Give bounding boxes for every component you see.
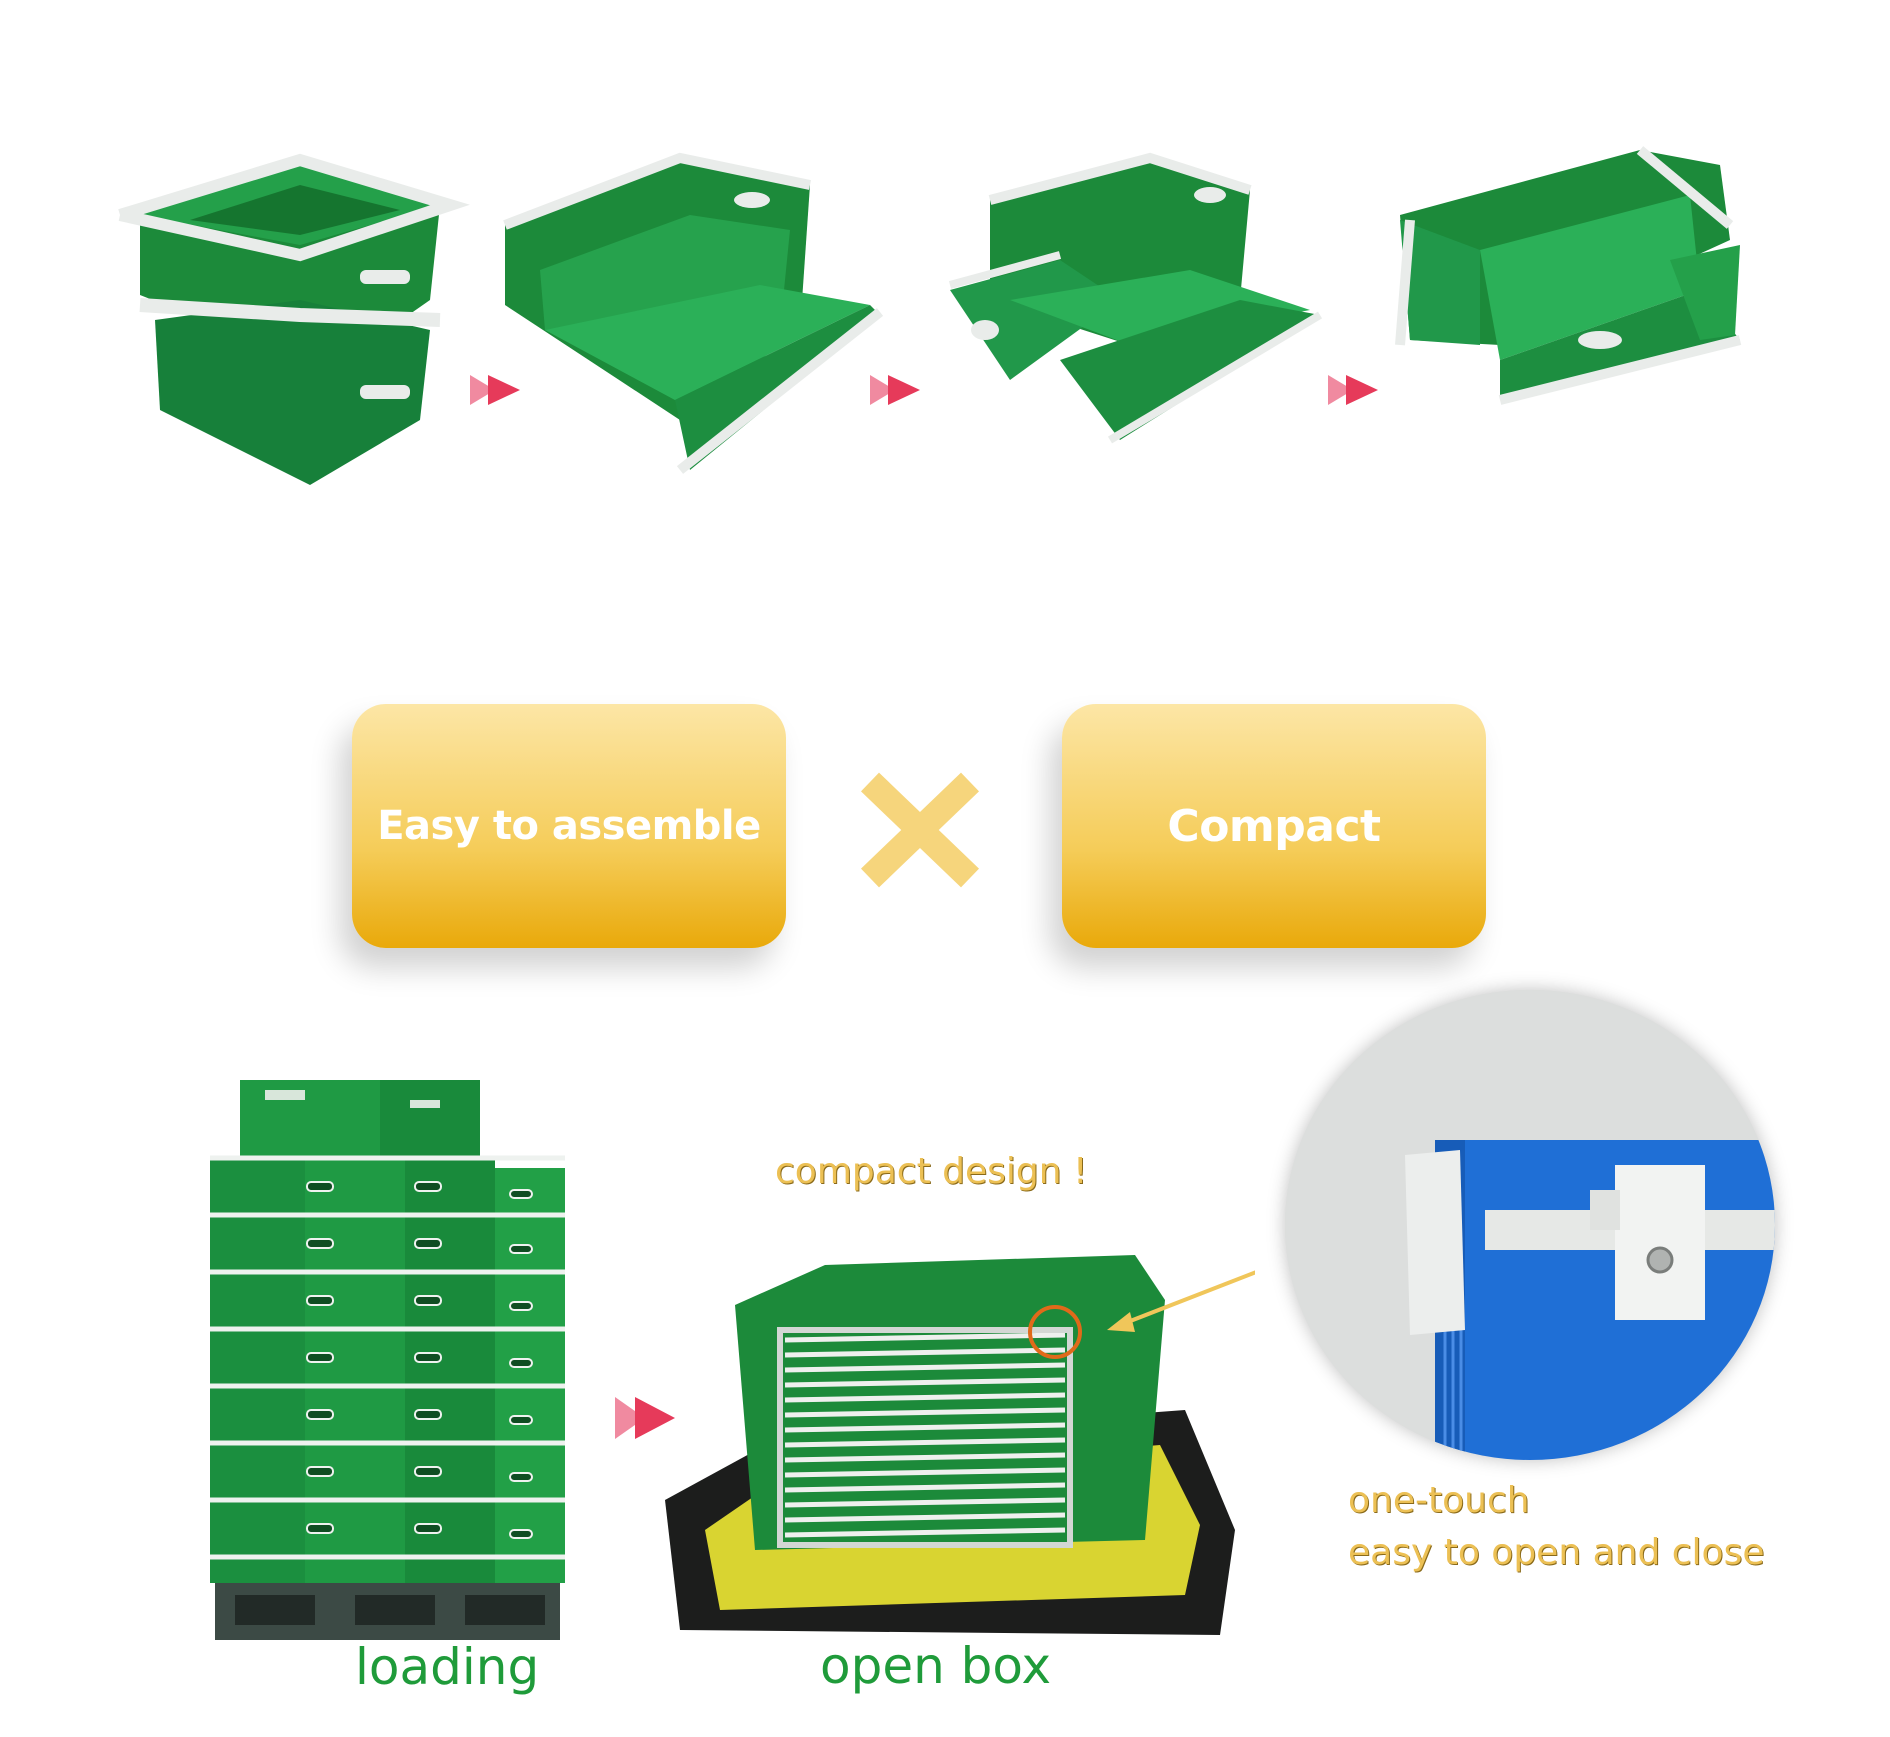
compact-design-caption: compact design ! [775, 1151, 1088, 1192]
feature-label: Compact [1167, 800, 1381, 852]
feature-easy-to-assemble: Easy to assemble [352, 704, 786, 948]
double-arrow-icon [470, 375, 520, 405]
highlight-circle-icon [1028, 1305, 1082, 1359]
double-arrow-icon [1328, 375, 1378, 405]
double-arrow-icon [615, 1397, 675, 1439]
clip-closeup-photo [1285, 990, 1775, 1460]
open-box-caption: open box [820, 1637, 1052, 1695]
loaded-pallet-image [210, 1080, 565, 1640]
clip-closeup-image [1285, 990, 1775, 1460]
flat-box-image [1395, 146, 1742, 405]
assembled-box-image [118, 153, 470, 485]
one-touch-caption: one-touch easy to open and close [1348, 1475, 1764, 1579]
one-touch-line-1: one-touch [1348, 1480, 1530, 1521]
flattening-box-image [948, 152, 1323, 444]
half-open-box-image [503, 152, 884, 474]
folded-stack-image [665, 1255, 1255, 1635]
cross-icon [860, 772, 980, 888]
folding-sequence [118, 146, 1742, 485]
one-touch-line-2: easy to open and close [1348, 1532, 1765, 1573]
double-arrow-icon [870, 375, 920, 405]
loading-caption: loading [355, 1638, 540, 1696]
feature-compact: Compact [1062, 704, 1486, 948]
feature-label: Easy to assemble [377, 803, 761, 849]
stacked-boxes [210, 1155, 565, 1583]
